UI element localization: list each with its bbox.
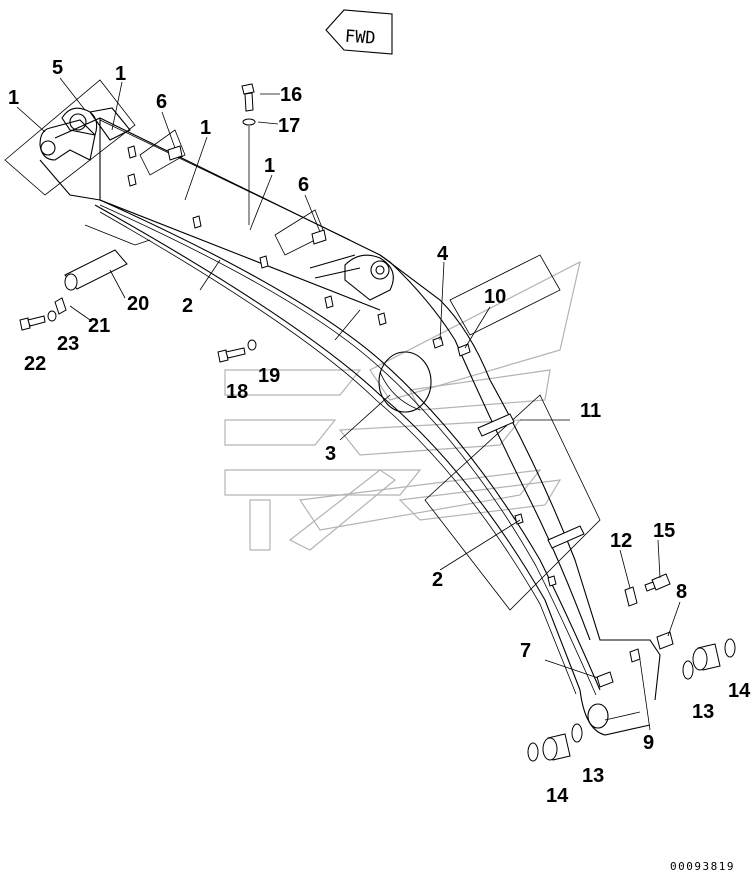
- callout-9: 9: [643, 732, 654, 754]
- callout-4: 4: [437, 243, 449, 265]
- callout-5: 5: [52, 57, 63, 79]
- callout-14: 14: [546, 785, 569, 807]
- callout-6: 6: [156, 91, 167, 113]
- grease-fitting-part-15: [644, 573, 671, 592]
- callout-12: 12: [610, 530, 632, 552]
- callout-2: 2: [182, 295, 193, 317]
- plate-parts: [127, 145, 674, 688]
- washer-part-23: [47, 310, 57, 322]
- bushing-part-14b: [542, 733, 571, 761]
- drawing-code: 00093819: [670, 860, 735, 873]
- fwd-label: FWD: [344, 27, 376, 49]
- callout-15: 15: [653, 520, 675, 542]
- fwd-arrow-icon: FWD: [325, 9, 393, 55]
- callout-11: 11: [580, 400, 601, 422]
- callout-10: 10: [484, 286, 506, 308]
- bolt-part-18: [217, 347, 246, 363]
- callout-1: 1: [8, 87, 19, 109]
- callout-13: 13: [692, 701, 714, 723]
- seal-part-14b: [527, 742, 539, 762]
- callout-1: 1: [200, 117, 211, 139]
- plate-part-21: [54, 297, 67, 315]
- callout-labels: 1 1 1 1 2 2 3 4 5 6 6 7 8 9 10 11 12 13 …: [8, 57, 751, 807]
- callout-16: 16: [280, 84, 302, 106]
- callout-7: 7: [520, 640, 531, 662]
- bushing-part-14: [692, 643, 721, 671]
- callout-13: 13: [582, 765, 604, 787]
- callout-1: 1: [115, 63, 126, 85]
- callout-22: 22: [24, 353, 46, 375]
- watermark-logo: [224, 260, 581, 551]
- bolt-part-22: [19, 315, 46, 331]
- callout-14: 14: [728, 680, 751, 702]
- callout-3: 3: [325, 443, 336, 465]
- callout-20: 20: [127, 293, 149, 315]
- callout-8: 8: [676, 581, 687, 603]
- callout-2: 2: [432, 569, 443, 591]
- bolt-part-16: [241, 83, 255, 112]
- boom-body: [39, 107, 661, 736]
- seal-part-14: [724, 638, 736, 658]
- callout-6: 6: [298, 174, 309, 196]
- callout-19: 19: [258, 365, 280, 387]
- washer-part-19: [247, 339, 257, 351]
- washer-part-17: [242, 118, 256, 126]
- pin-part-20: [64, 249, 128, 291]
- callout-17: 17: [278, 115, 300, 137]
- seal-part-13b: [571, 723, 583, 743]
- callout-1: 1: [264, 155, 275, 177]
- callout-18: 18: [226, 381, 248, 403]
- leader-lines: [16, 77, 681, 731]
- seal-part-13: [682, 660, 694, 680]
- callout-21: 21: [88, 315, 110, 337]
- callout-23: 23: [57, 333, 79, 355]
